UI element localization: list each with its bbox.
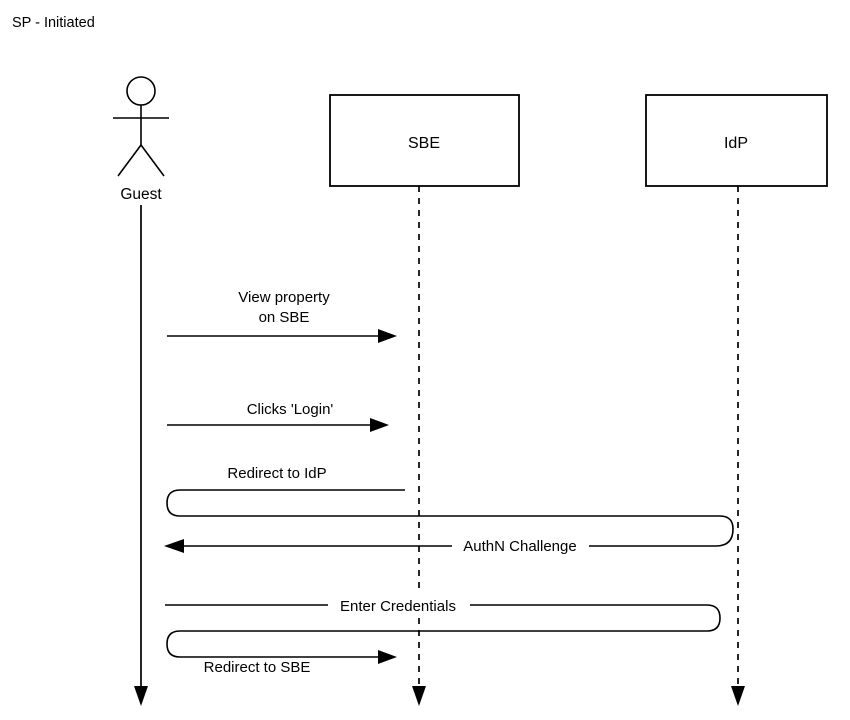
- message-2-clicks-login[interactable]: Clicks 'Login': [167, 401, 389, 432]
- message-6-arrowhead: [378, 650, 397, 664]
- lifeline-idp-end-arrow: [731, 686, 745, 706]
- message-3-redirect-to-idp[interactable]: Redirect to IdP: [166, 465, 720, 517]
- actor-right-leg-icon: [140, 144, 165, 177]
- message-3-path: [166, 489, 720, 517]
- message-6-path: [166, 630, 383, 658]
- message-5-label-backdrop: [328, 594, 470, 614]
- message-1-arrowhead: [378, 329, 397, 343]
- message-4-path: [178, 515, 734, 547]
- actor-head-icon: [126, 76, 156, 106]
- participant-idp[interactable]: IdP: [645, 94, 828, 187]
- participant-sbe[interactable]: SBE: [329, 94, 520, 187]
- message-1-view-property[interactable]: View property on SBE: [167, 289, 397, 343]
- message-6-redirect-to-sbe[interactable]: Redirect to SBE: [166, 630, 397, 676]
- message-1-label-line1: View property: [238, 289, 330, 306]
- lifeline-guest-end-arrow: [134, 686, 148, 706]
- lifeline-sbe-end-arrow: [412, 686, 426, 706]
- lifelines-group: [134, 186, 745, 706]
- message-4-arrowhead: [164, 539, 184, 553]
- message-1-label-line2: on SBE: [259, 309, 310, 326]
- diagram-title: SP - Initiated: [12, 15, 95, 31]
- message-5-label: Enter Credentials: [340, 598, 456, 615]
- participant-box-sbe[interactable]: [329, 94, 520, 187]
- actor-left-leg-icon: [117, 144, 142, 177]
- participant-label-sbe: SBE: [408, 135, 440, 152]
- message-2-label: Clicks 'Login': [247, 401, 334, 418]
- participant-guest[interactable]: Guest: [113, 76, 169, 203]
- message-4-label-backdrop: [452, 535, 589, 555]
- message-3-label: Redirect to IdP: [227, 465, 326, 482]
- message-2-arrowhead: [370, 418, 389, 432]
- message-6-label: Redirect to SBE: [204, 659, 311, 676]
- message-4-label: AuthN Challenge: [463, 538, 576, 555]
- participant-label-guest: Guest: [120, 186, 162, 203]
- message-5-path: [165, 604, 721, 632]
- participant-box-idp[interactable]: [645, 94, 828, 187]
- message-5-enter-credentials[interactable]: Enter Credentials: [165, 594, 721, 632]
- participant-label-idp: IdP: [724, 135, 748, 152]
- message-4-authn-challenge[interactable]: AuthN Challenge: [164, 515, 734, 555]
